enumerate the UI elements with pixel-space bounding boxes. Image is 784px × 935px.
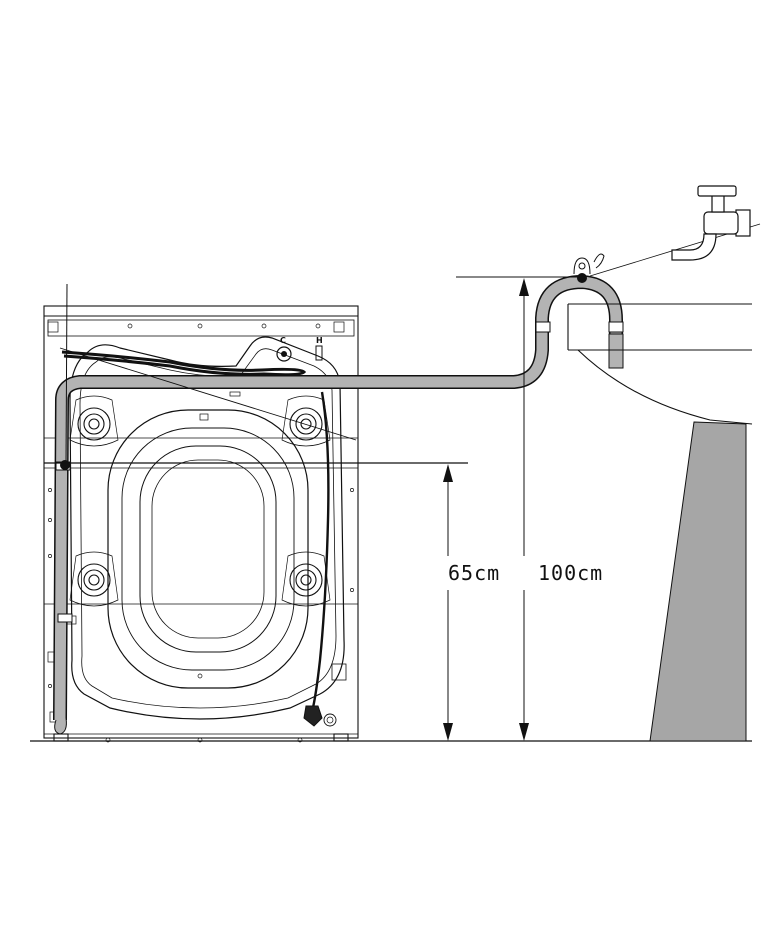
drum-back-outer [107, 409, 309, 689]
mount-top-right [289, 407, 323, 441]
sink-pedestal [649, 421, 747, 742]
water-tap [671, 185, 751, 261]
mount-bottom-right [289, 563, 323, 597]
inlet-valve-cold: C [276, 336, 292, 362]
sink-bowl [577, 349, 753, 425]
hose-hook [573, 253, 605, 275]
hose-hook-point [577, 273, 587, 283]
label-65cm: 65cm [448, 561, 500, 585]
label-100cm: 100cm [538, 561, 603, 585]
drain-hose [53, 275, 623, 721]
dimension-65cm: 65cm [440, 464, 520, 741]
drum-back-inner [121, 427, 295, 671]
inlet-valve-hot: H [315, 336, 323, 361]
mount-top-left [77, 407, 111, 441]
rear-frame [69, 336, 345, 720]
power-plug [303, 705, 323, 727]
mount-bottom-left [77, 563, 111, 597]
dimension-100cm: 100cm [516, 278, 628, 741]
valve-hot-label: H [316, 336, 323, 345]
power-cord [61, 350, 307, 377]
sink [456, 276, 753, 425]
valve-cold-label: C [280, 336, 286, 345]
washing-machine-rear [43, 305, 359, 743]
hose-bracket-point [60, 460, 70, 470]
power-cord-down [310, 391, 330, 713]
